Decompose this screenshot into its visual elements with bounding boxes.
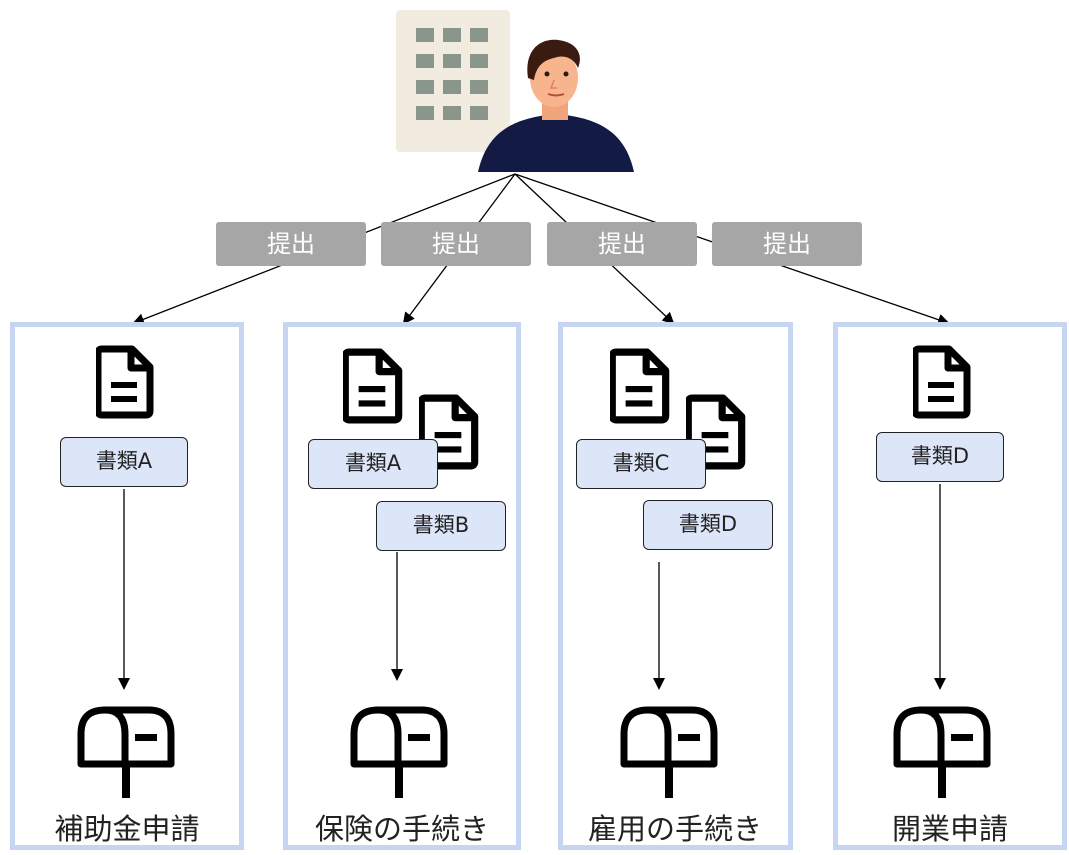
person-icon bbox=[478, 39, 634, 172]
submit-badge-2: 提出 bbox=[381, 222, 531, 266]
lane-title-subsidy: 補助金申請 bbox=[54, 812, 200, 846]
lane-employment bbox=[558, 322, 793, 850]
document-icon bbox=[96, 345, 154, 419]
doc-label-d: 書類D bbox=[643, 500, 773, 550]
doc-label-b: 書類B bbox=[376, 501, 506, 551]
document-icon bbox=[343, 348, 403, 424]
document-icon bbox=[610, 348, 670, 424]
mailbox-icon bbox=[620, 706, 718, 798]
building-icon bbox=[396, 10, 510, 152]
lane-insurance bbox=[283, 322, 521, 850]
lane-title-employment: 雇用の手続き bbox=[587, 812, 762, 846]
doc-label-a: 書類A bbox=[60, 437, 188, 487]
submit-badge-3: 提出 bbox=[547, 222, 697, 266]
submit-badge-1: 提出 bbox=[216, 222, 366, 266]
doc-label-d: 書類D bbox=[876, 432, 1004, 482]
lane-title-insurance: 保険の手続き bbox=[314, 812, 489, 846]
mailbox-icon bbox=[77, 706, 175, 798]
submit-badge-4: 提出 bbox=[712, 222, 862, 266]
doc-label-a: 書類A bbox=[308, 439, 438, 489]
doc-label-c: 書類C bbox=[576, 439, 706, 489]
mailbox-icon bbox=[350, 706, 448, 798]
lane-business-opening bbox=[833, 322, 1067, 850]
lane-title-business-opening: 開業申請 bbox=[891, 812, 1008, 846]
document-icon bbox=[913, 345, 971, 419]
lane-subsidy bbox=[10, 322, 244, 850]
mailbox-icon bbox=[893, 706, 991, 798]
